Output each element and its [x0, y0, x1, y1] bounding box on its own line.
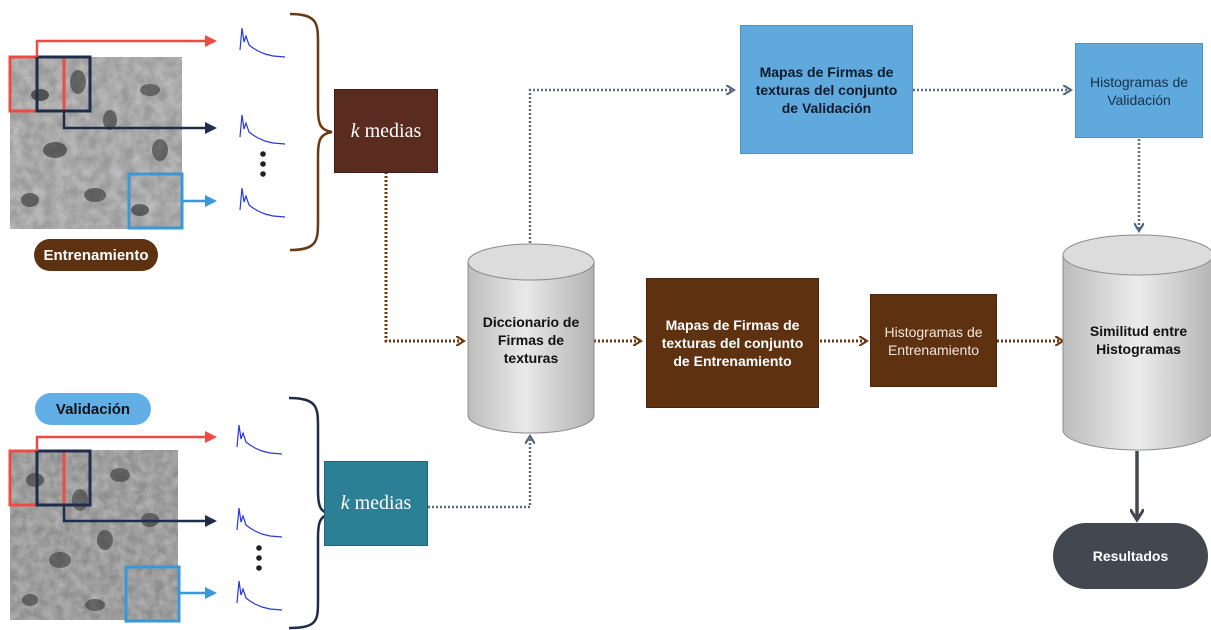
training-hist-line-2: Entrenamiento	[887, 341, 980, 358]
validation-texture-image	[10, 450, 178, 620]
similarity-label: Similitud entre Histogramas	[1066, 315, 1211, 365]
similarity-label-line-1: Similitud entre	[1089, 323, 1188, 339]
dictionary-label-line-2: Firmas de	[497, 332, 565, 348]
training-label: Entrenamiento	[43, 246, 149, 264]
validation-hist-line-2: Validación	[1107, 91, 1171, 108]
training-kmeans-box: k medias	[334, 89, 438, 173]
validation-patch-windows	[8, 431, 217, 623]
training-brace	[289, 12, 333, 252]
validation-maps-line-3: de Validación	[781, 99, 872, 116]
similarity-cylinder	[1062, 234, 1211, 451]
dictionary-cylinder	[467, 243, 595, 434]
training-signature-glyphs	[239, 27, 286, 218]
validation-maps-line-1: Mapas de Firmas de	[759, 63, 894, 80]
training-kmeans-label: medias	[364, 119, 422, 142]
training-maps-line-3: de Entrenamiento	[673, 353, 792, 369]
training-hist-box: Histogramas de Entrenamiento	[870, 294, 997, 387]
dictionary-label-line-3: texturas	[503, 350, 559, 366]
dictionary-label: Diccionario de Firmas de texturas	[470, 300, 592, 380]
results-label: Resultados	[1092, 548, 1169, 564]
connector-kmeans-to-dictionary	[384, 172, 463, 341]
training-maps-box: Mapas de Firmas de texturas del conjunto…	[646, 278, 819, 408]
results-pill: Resultados	[1053, 523, 1208, 589]
training-patch-windows	[8, 35, 217, 230]
validation-kmeans-box: k medias	[324, 461, 428, 546]
validation-signature-glyphs	[236, 424, 283, 611]
training-texture-image	[10, 57, 182, 229]
validation-hist-box: Histogramas de Validación	[1075, 43, 1203, 138]
connector-dictionary-to-validation-maps	[528, 90, 733, 247]
training-maps-line-2: texturas del conjunto	[661, 335, 804, 351]
validation-maps-box: Mapas de Firmas de texturas del conjunto…	[740, 25, 913, 154]
connector-validation-kmeans-to-dictionary	[428, 437, 530, 509]
training-ellipsis-dots	[260, 151, 266, 177]
training-maps-line-1: Mapas de Firmas de	[665, 317, 800, 333]
similarity-label-line-2: Histogramas	[1096, 341, 1181, 357]
validation-label: Validación	[55, 400, 131, 418]
validation-ellipsis-dots	[256, 545, 262, 571]
training-hist-line-1: Histogramas de	[884, 323, 983, 340]
validation-kmeans-var: k	[340, 492, 350, 514]
training-kmeans-var: k	[350, 119, 360, 142]
validation-label-pill: Validación	[35, 393, 151, 425]
validation-maps-line-2: texturas del conjunto	[755, 81, 898, 98]
validation-hist-line-1: Histogramas de	[1089, 73, 1189, 90]
validation-kmeans-label: medias	[354, 492, 412, 514]
training-label-pill: Entrenamiento	[34, 239, 158, 271]
dictionary-label-line-1: Diccionario de	[482, 314, 580, 330]
